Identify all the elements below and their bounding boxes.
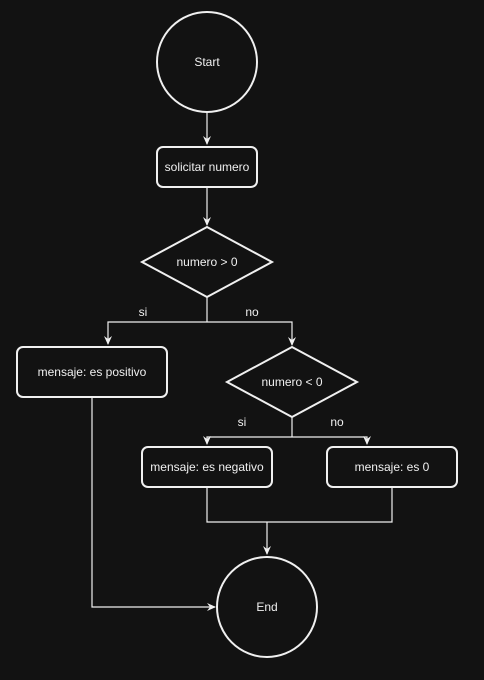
start-node	[156, 11, 258, 113]
edge-positivo-to-end	[91, 397, 216, 611]
decision2-node	[224, 345, 360, 419]
edge-negativo-down	[206, 487, 267, 523]
negativo-label: mensaje: es negativo	[150, 460, 264, 474]
solicitar-label: solicitar numero	[165, 160, 250, 174]
positivo-node	[16, 346, 168, 398]
end-label: End	[256, 600, 277, 614]
edge-decision1-to-positivo	[104, 321, 207, 345]
edge-decision1-to-decision2	[207, 321, 296, 346]
negativo-node	[141, 446, 273, 488]
edge-label-d2-yes: si	[238, 415, 247, 429]
cero-node	[326, 446, 458, 488]
edge-decision2-to-cero	[292, 436, 371, 445]
start-label: Start	[194, 55, 220, 69]
end-node	[216, 556, 318, 658]
decision2-label: numero < 0	[261, 375, 322, 389]
solicitar-node	[156, 146, 258, 188]
edge-label-d2-no: no	[330, 415, 344, 429]
decision1-label: numero > 0	[176, 255, 237, 269]
positivo-label: mensaje: es positivo	[38, 365, 147, 379]
edge-cero-down	[267, 487, 393, 523]
edge-label-d1-yes: si	[139, 305, 148, 319]
cero-label: mensaje: es 0	[355, 460, 430, 474]
edge-label-d1-no: no	[245, 305, 259, 319]
decision1-node	[139, 225, 275, 299]
edge-decision2-to-negativo	[203, 436, 292, 445]
